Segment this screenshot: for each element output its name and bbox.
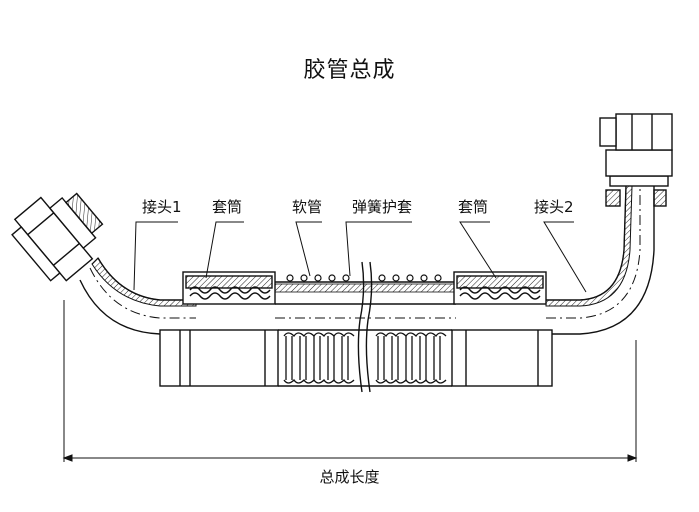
total-length-dimension bbox=[62, 300, 638, 462]
label-total-length: 总成长度 bbox=[319, 468, 380, 486]
label-sleeve-left: 套筒 bbox=[212, 198, 243, 216]
diagram-title: 胶管总成 bbox=[303, 58, 396, 83]
label-hose: 软管 bbox=[292, 198, 323, 216]
right-sleeve bbox=[451, 271, 553, 387]
left-fitting bbox=[11, 192, 197, 335]
left-sleeve bbox=[159, 271, 279, 387]
spring-guard-coils bbox=[283, 332, 447, 384]
label-spring-guard: 弹簧护套 bbox=[352, 198, 413, 216]
hose-body bbox=[274, 261, 457, 393]
label-fitting-2: 接头2 bbox=[534, 198, 574, 216]
right-fitting bbox=[545, 113, 673, 335]
leader-lines bbox=[133, 221, 587, 293]
label-fitting-1: 接头1 bbox=[142, 198, 182, 216]
label-sleeve-right: 套筒 bbox=[458, 198, 489, 216]
spring-guard-top bbox=[286, 274, 442, 282]
